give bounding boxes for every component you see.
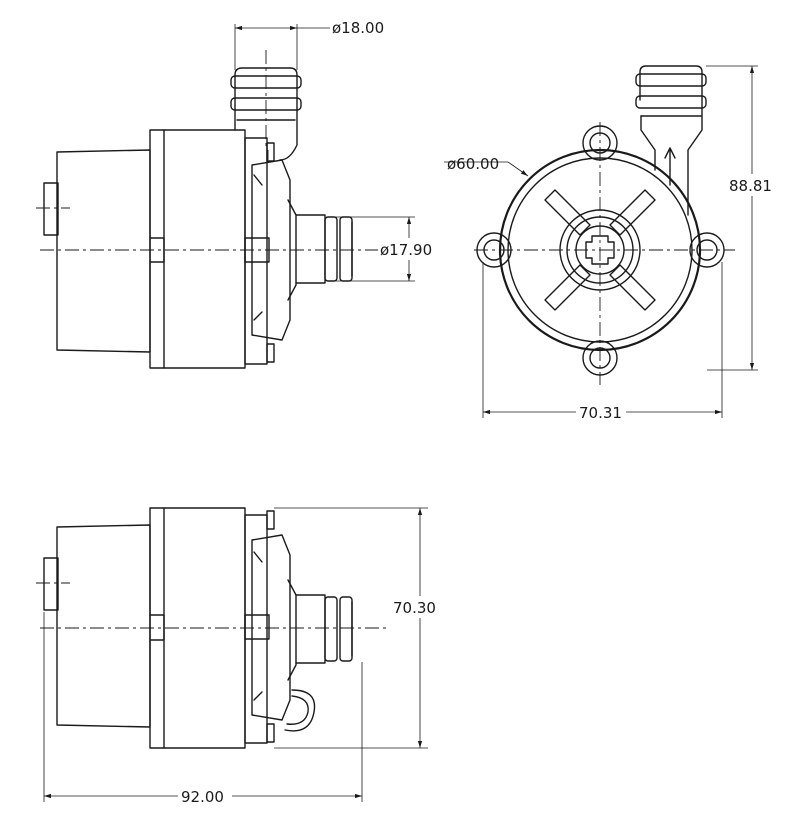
dimension-front-width: 70.31	[482, 262, 723, 423]
overall-height-label: 88.81	[729, 177, 772, 195]
dimension-overall-length: 92.00	[43, 612, 363, 807]
flange-diameter-label: ø60.00	[447, 155, 499, 173]
side-view-bottom	[36, 507, 390, 749]
dimension-flange-diameter: ø60.00	[444, 155, 529, 177]
side-view-top	[36, 50, 390, 369]
dimension-inlet-diameter: ø17.90	[330, 216, 440, 282]
overall-length-label: 92.00	[181, 788, 224, 806]
outlet-diameter-label: ø18.00	[332, 19, 384, 37]
dimension-side-height: 70.30	[274, 507, 444, 749]
dimension-overall-height: 88.81	[706, 65, 780, 371]
dimension-outlet-diameter: ø18.00	[234, 19, 384, 70]
inlet-diameter-label: ø17.90	[380, 241, 432, 259]
side-height-label: 70.30	[393, 599, 436, 617]
front-view	[474, 65, 735, 385]
front-width-label: 70.31	[579, 404, 622, 422]
